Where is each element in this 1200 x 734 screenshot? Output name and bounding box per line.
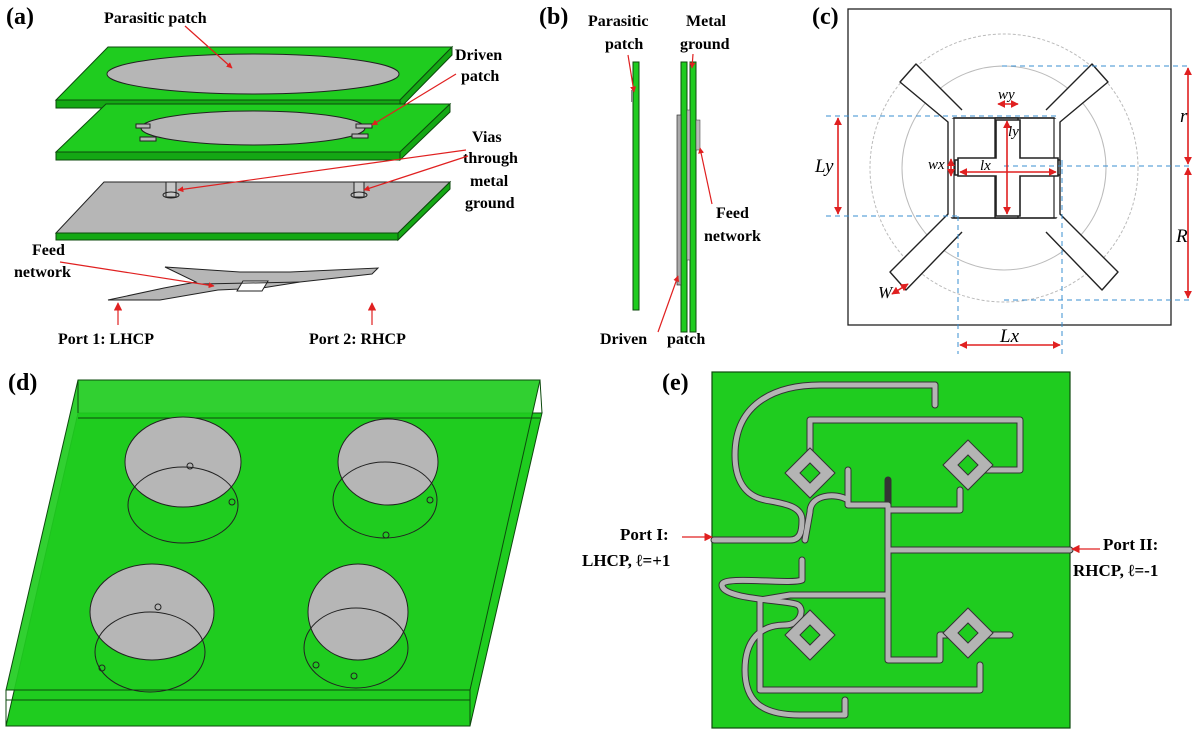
x-element-1 (784, 447, 836, 499)
ground-layer (54, 180, 452, 242)
via-left (165, 181, 177, 198)
label-b-feed: Feed (716, 205, 749, 222)
label-ground: ground (465, 195, 515, 212)
label-ly: ly (1008, 124, 1019, 140)
feed-network-traces-inner (711, 382, 1073, 718)
side-feed-network (695, 119, 701, 151)
panel-d: (d) (5, 370, 543, 727)
label-driven: Driven (455, 47, 502, 64)
panel-e: (e) (582, 370, 1158, 729)
label-b-driven: Driven (600, 331, 647, 348)
side-driven-board (680, 61, 688, 333)
label-port2: Port 2: RHCP (309, 331, 406, 348)
panel-e-tag: (e) (662, 370, 689, 396)
label-b-driven-patch: patch (667, 331, 705, 348)
label-wx: wx (928, 157, 945, 173)
label-port1: Port 1: LHCP (58, 331, 154, 348)
label-r: r (1180, 106, 1188, 127)
driven-patch (140, 110, 366, 146)
outer-circle (869, 33, 1139, 303)
label-lx: lx (980, 158, 991, 174)
element-4 (303, 563, 409, 689)
parasitic-layer (54, 45, 454, 110)
label-driven-patch: patch (461, 68, 499, 85)
label-Ly: Ly (814, 156, 834, 177)
panel-b-tag: (b) (539, 4, 568, 30)
label-through: through (463, 150, 518, 167)
label-b-metal: Metal (686, 13, 727, 30)
label-wy: wy (998, 87, 1015, 103)
x-element-2 (942, 439, 994, 491)
driven-layer (54, 102, 452, 162)
label-feed-network: network (14, 264, 71, 281)
parasitic-patch (106, 53, 400, 95)
panel-c: (c) wy (812, 4, 1192, 354)
label-W: W (878, 283, 894, 302)
label-parasitic-patch: Parasitic patch (104, 10, 207, 27)
side-driven-patch (676, 114, 682, 286)
panel-d-tag: (d) (8, 370, 37, 396)
feed-network-a (107, 266, 380, 301)
via-right (353, 181, 365, 198)
element-1 (124, 416, 242, 544)
label-R: R (1175, 226, 1188, 247)
panel-c-tag: (c) (812, 4, 839, 30)
label-port2: Port II: (1103, 535, 1158, 554)
label-b-feed-network: network (704, 228, 761, 245)
panel-a-tag: (a) (6, 4, 34, 30)
label-vias: Vias (472, 129, 502, 146)
label-metal: metal (470, 173, 509, 190)
element-3 (89, 563, 215, 693)
label-b-parasitic: Parasitic (588, 13, 648, 30)
label-port2-mode: RHCP, ℓ=-1 (1073, 561, 1158, 580)
parasitic-board-3d (5, 379, 541, 691)
x-element-3 (784, 609, 836, 661)
side-parasitic-board (632, 61, 640, 311)
label-Lx: Lx (999, 326, 1020, 347)
label-feed: Feed (32, 242, 65, 259)
label-port1: Port I: (620, 525, 669, 544)
label-b-ground: ground (680, 36, 730, 53)
label-port1-mode: LHCP, ℓ=+1 (582, 551, 670, 570)
panel-b: (b) Parasitic patch Metal ground Feed ne… (539, 4, 761, 348)
side-ground-board (689, 61, 697, 333)
panel-a: (a) (6, 4, 518, 348)
x-element-4 (942, 607, 994, 659)
label-b-parasitic-patch: patch (605, 36, 643, 53)
element-2 (332, 418, 439, 539)
